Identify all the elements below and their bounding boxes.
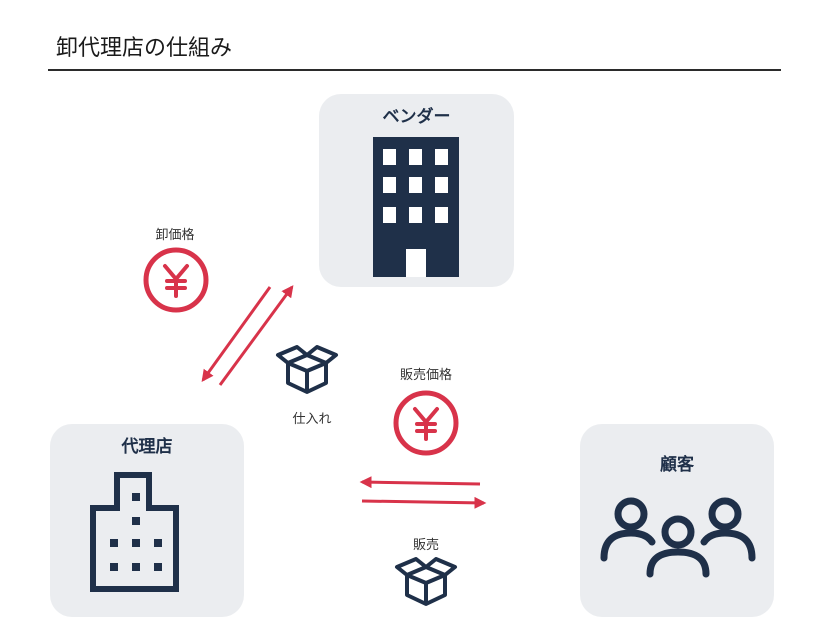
building-icon (90, 472, 179, 592)
office-building-icon (373, 137, 459, 277)
wholesale-price-label: 卸価格 (155, 228, 195, 243)
agency-card: 代理店 (50, 424, 244, 617)
agency-label: 代理店 (121, 437, 173, 457)
people-group-icon (600, 497, 756, 578)
sale-money-arrow (359, 476, 481, 489)
vendor-card: ベンダー (319, 94, 514, 287)
sale-label: 販売 (412, 538, 439, 553)
package-box-icon (395, 557, 457, 606)
yen-coin-icon (143, 247, 209, 313)
title-divider (48, 69, 781, 71)
page-title: 卸代理店の仕組み (56, 36, 233, 61)
customer-label: 顧客 (660, 455, 694, 475)
sale-price-label: 販売価格 (399, 368, 452, 383)
package-box-icon (276, 345, 338, 394)
sale-goods-arrow (361, 496, 487, 509)
purchase-goods-arrow (218, 285, 294, 386)
yen-coin-icon (393, 390, 459, 456)
wholesale-money-arrow (201, 286, 272, 382)
customer-card: 顧客 (580, 424, 774, 617)
vendor-label: ベンダー (382, 107, 451, 127)
purchase-label: 仕入れ (292, 412, 332, 427)
